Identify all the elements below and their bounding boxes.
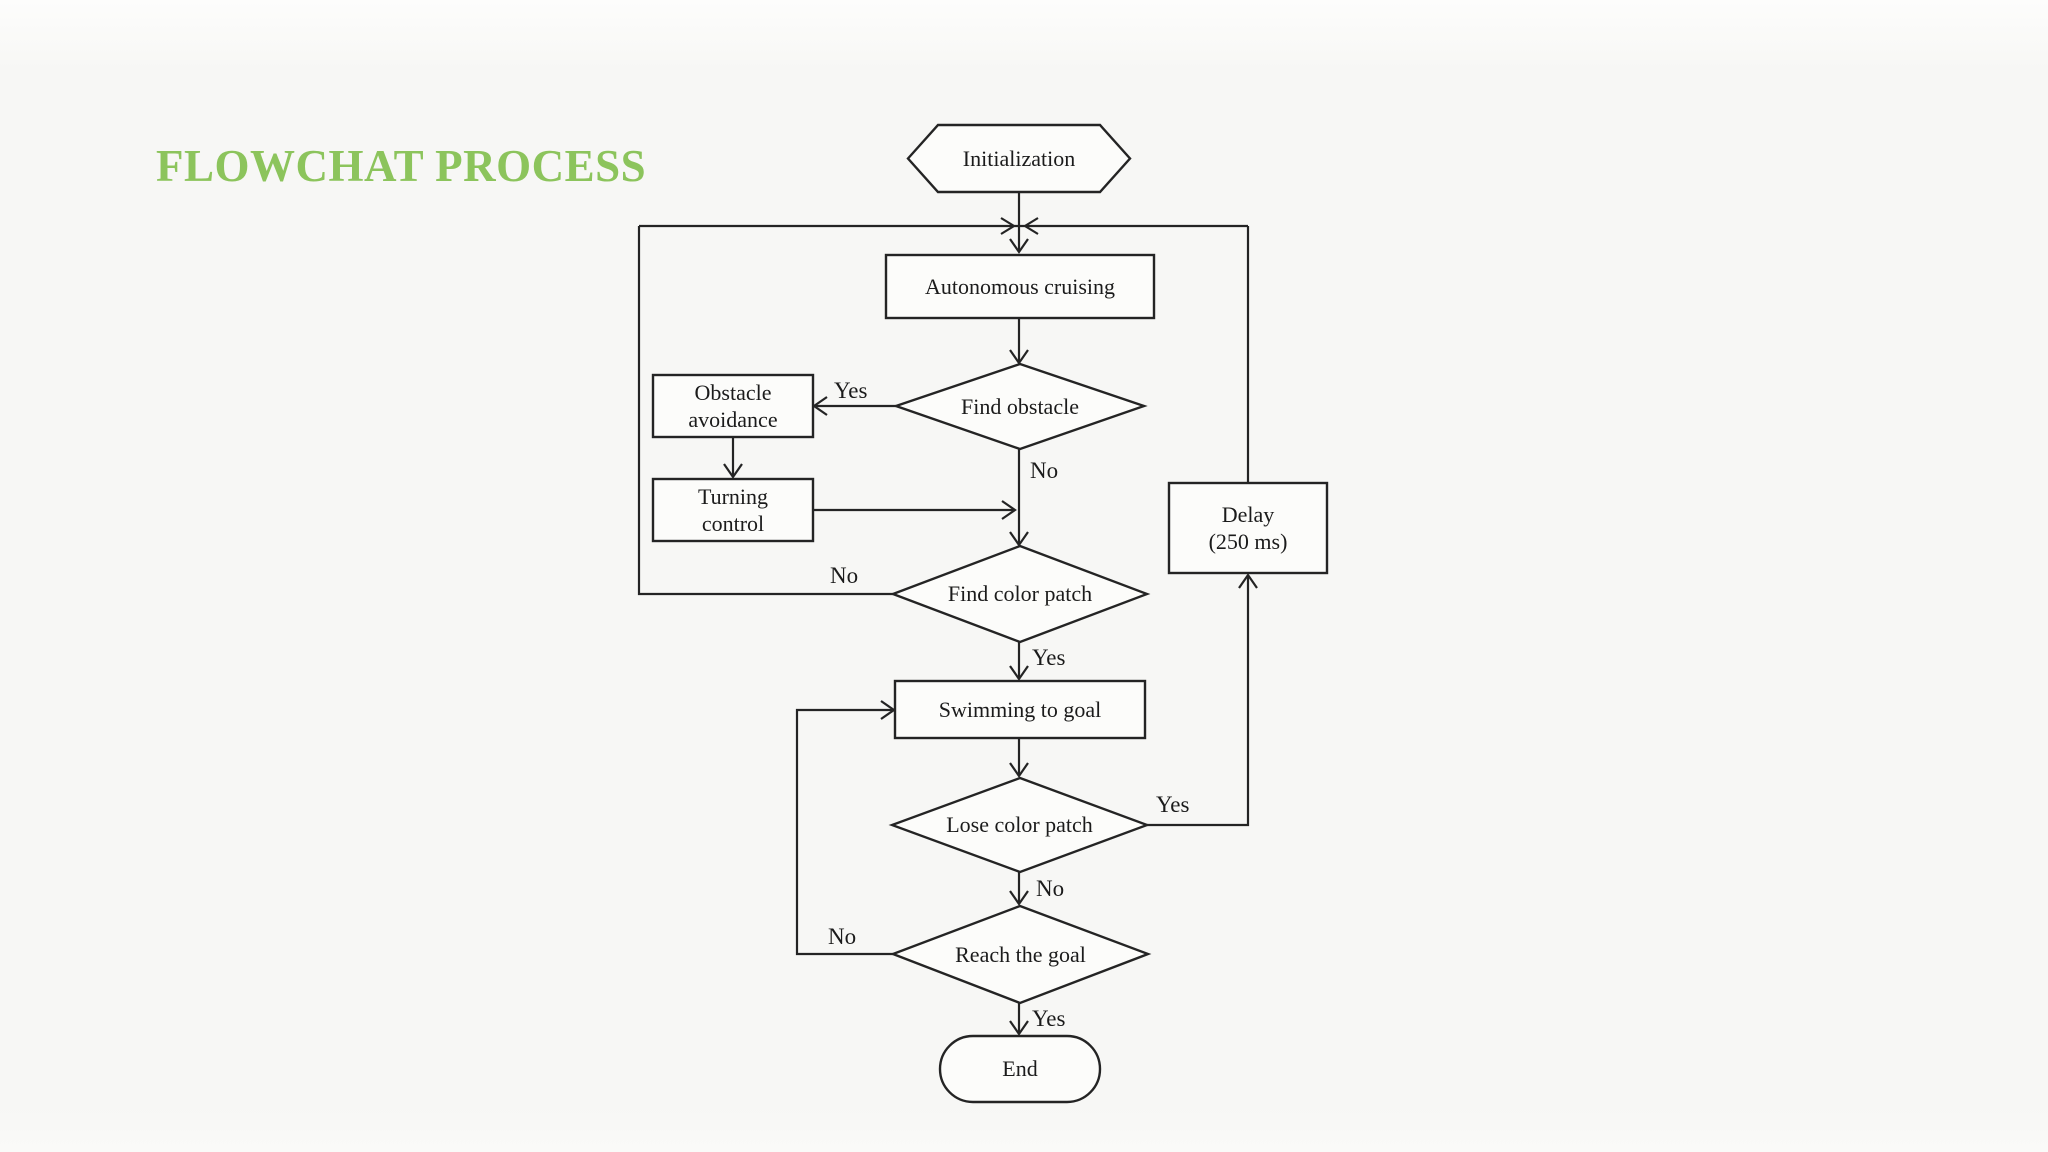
find-obstacle-yes-label: Yes	[834, 378, 868, 403]
arrow-into-findobstacle	[1009, 349, 1029, 365]
obstacle-avoidance-label: Obstacle avoidance	[688, 379, 778, 433]
find-color-patch-no-label: No	[830, 563, 859, 588]
edge-lose-yes-to-delay	[1147, 577, 1250, 827]
swimming-to-goal-label: Swimming to goal	[938, 696, 1102, 722]
find-color-patch-label: Find color patch	[947, 581, 1093, 607]
lose-color-patch-label: Lose color patch	[946, 812, 1093, 838]
delay-label: Delay (250 ms)	[1169, 483, 1327, 573]
reach-the-goal-shape	[889, 904, 1152, 1005]
arrow-into-turning	[723, 463, 743, 479]
reach-the-goal-yes-label: Yes	[1032, 1006, 1066, 1031]
arrow-junction-left	[1022, 217, 1039, 235]
arrow-junction-right	[1000, 217, 1017, 235]
arrow-turning-merge	[1001, 500, 1017, 520]
arrow-into-lose	[1009, 762, 1029, 778]
lose-color-patch-no-label: No	[1036, 876, 1065, 901]
slide-title: FLOWCHAT PROCESS	[156, 141, 647, 191]
arrow-into-reach	[1009, 890, 1029, 906]
arrow-into-delay	[1238, 573, 1258, 589]
arrow-into-autonomous	[1009, 238, 1029, 254]
delay-label-line1: Delay	[1221, 501, 1275, 527]
turning-control-label: Turning control	[697, 483, 769, 537]
reach-the-goal-label: Reach the goal	[955, 941, 1086, 967]
arrow-into-end	[1009, 1020, 1029, 1036]
find-color-patch-shape	[889, 544, 1151, 644]
lose-color-patch-shape	[888, 776, 1151, 874]
edge-findcolor-no-loop	[637, 226, 893, 596]
find-obstacle-shape	[892, 362, 1148, 451]
end-shape	[938, 1034, 1102, 1104]
lose-color-patch-yes-label: Yes	[1156, 792, 1190, 817]
obstacle-avoidance-shape	[651, 373, 815, 439]
delay-shape	[1167, 481, 1329, 575]
find-obstacle-label: Find obstacle	[961, 393, 1079, 419]
reach-the-goal-no-label: No	[828, 924, 857, 949]
find-color-patch-yes-label: Yes	[1032, 645, 1066, 670]
delay-label-line2: (250 ms)	[1208, 529, 1288, 554]
autonomous-cruising-label: Autonomous cruising	[924, 273, 1116, 299]
end-label: End	[1002, 1056, 1038, 1082]
swimming-to-goal-shape	[893, 679, 1147, 740]
autonomous-cruising-shape	[884, 253, 1156, 320]
initialization-shape	[906, 123, 1132, 194]
find-obstacle-no-label: No	[1030, 458, 1059, 483]
arrow-into-swimming	[1009, 665, 1029, 681]
arrow-into-findcolor	[1009, 531, 1029, 547]
edge-reach-no-loop	[795, 708, 893, 956]
initialization-label: Initialization	[962, 145, 1076, 171]
turning-control-shape	[651, 477, 815, 543]
